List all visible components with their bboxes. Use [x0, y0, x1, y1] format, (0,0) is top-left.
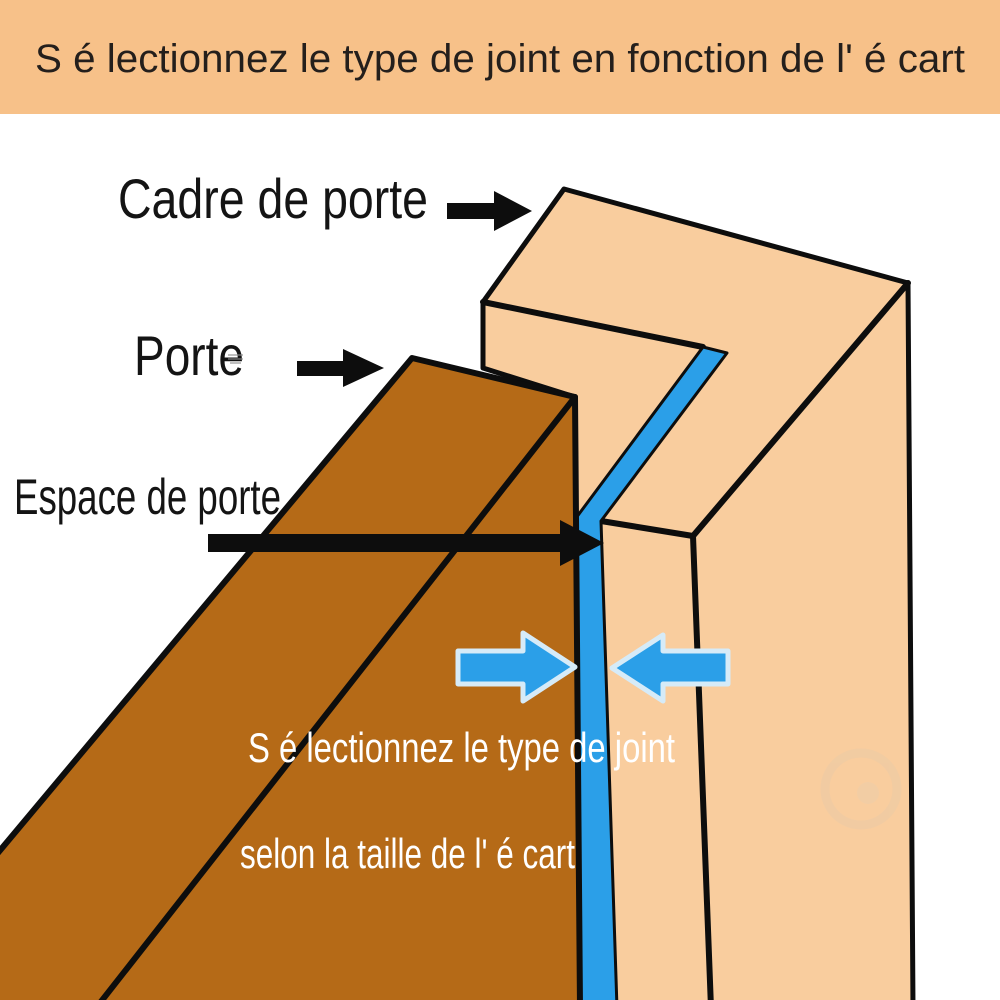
- frame-rabbet-shelf-edge: [598, 518, 696, 539]
- overlay-caption-line1: S é lectionnez le type de joint: [248, 724, 675, 771]
- frame-stop-vertical-edge: [690, 533, 714, 1000]
- door-label: Porte: [134, 324, 244, 387]
- door-silhouette: [0, 355, 583, 1000]
- frame-rabbet-top-edge: [480, 299, 706, 350]
- watermark-circle-icon: [820, 748, 902, 830]
- page-title: S é lectionnez le type de joint en fonct…: [35, 37, 965, 81]
- squeeze-arrow-left-icon: [455, 630, 578, 704]
- frame-pointer-arrow-icon: [447, 191, 532, 231]
- frame-label: Cadre de porte: [118, 167, 428, 230]
- overlay-caption-line2: selon la taille de l' é cart: [240, 830, 575, 877]
- squeeze-arrow-right-icon: [609, 632, 731, 704]
- frame-front-corner-edge: [690, 280, 911, 539]
- gap-pointer-arrow-icon: [208, 520, 604, 566]
- gap-label: Espace de porte: [14, 469, 281, 525]
- door-arris-edge: [98, 394, 578, 1000]
- title-banner: [0, 0, 1000, 114]
- triple-line-watermark-icon: [228, 354, 243, 364]
- door-shape: [0, 355, 583, 1000]
- door-pointer-arrow-icon: [297, 349, 384, 387]
